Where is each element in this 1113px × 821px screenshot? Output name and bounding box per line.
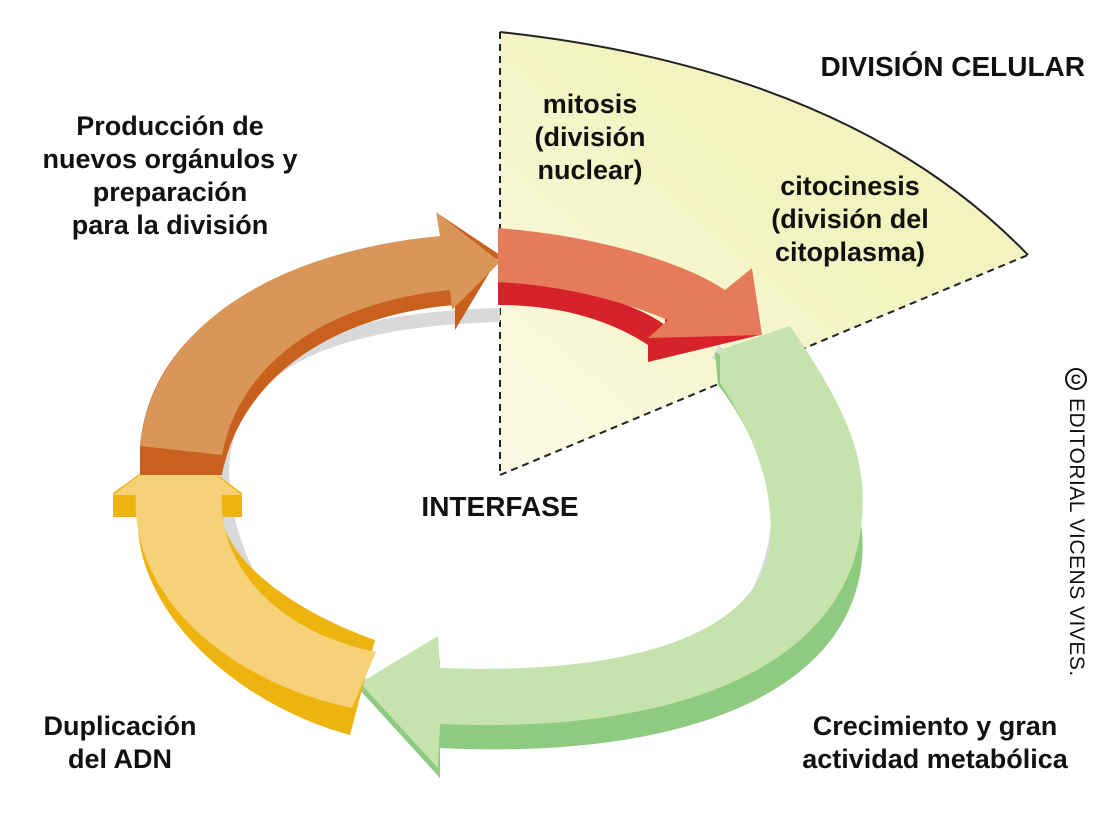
division-sector [500,32,1028,475]
green-arrow-crecimiento [358,326,863,778]
publisher-credit: C EDITORIAL VICENS VIVES. [1064,368,1088,677]
label-mitosis: mitosis (división nuclear) [534,89,646,185]
yellow-arrow-duplicacion [113,446,376,735]
copyright-icon: C [1065,368,1087,390]
label-crecimiento: Crecimiento y gran actividad metabólica [802,711,1068,774]
label-citocinesis: citocinesis (división del citoplasma) [771,171,929,267]
label-preparacion: Producción de nuevos orgánulos y prepara… [42,111,298,240]
label-interfase: INTERFASE [421,491,579,522]
orange-arrow-preparacion [140,212,500,475]
sector-boundary-arc [499,31,1029,256]
diagram-title: DIVISIÓN CELULAR [820,51,1085,82]
label-duplicacion: Duplicación del ADN [43,711,197,774]
publisher-name: EDITORIAL VICENS VIVES. [1065,398,1088,677]
red-arrow-mitosis [498,228,762,362]
